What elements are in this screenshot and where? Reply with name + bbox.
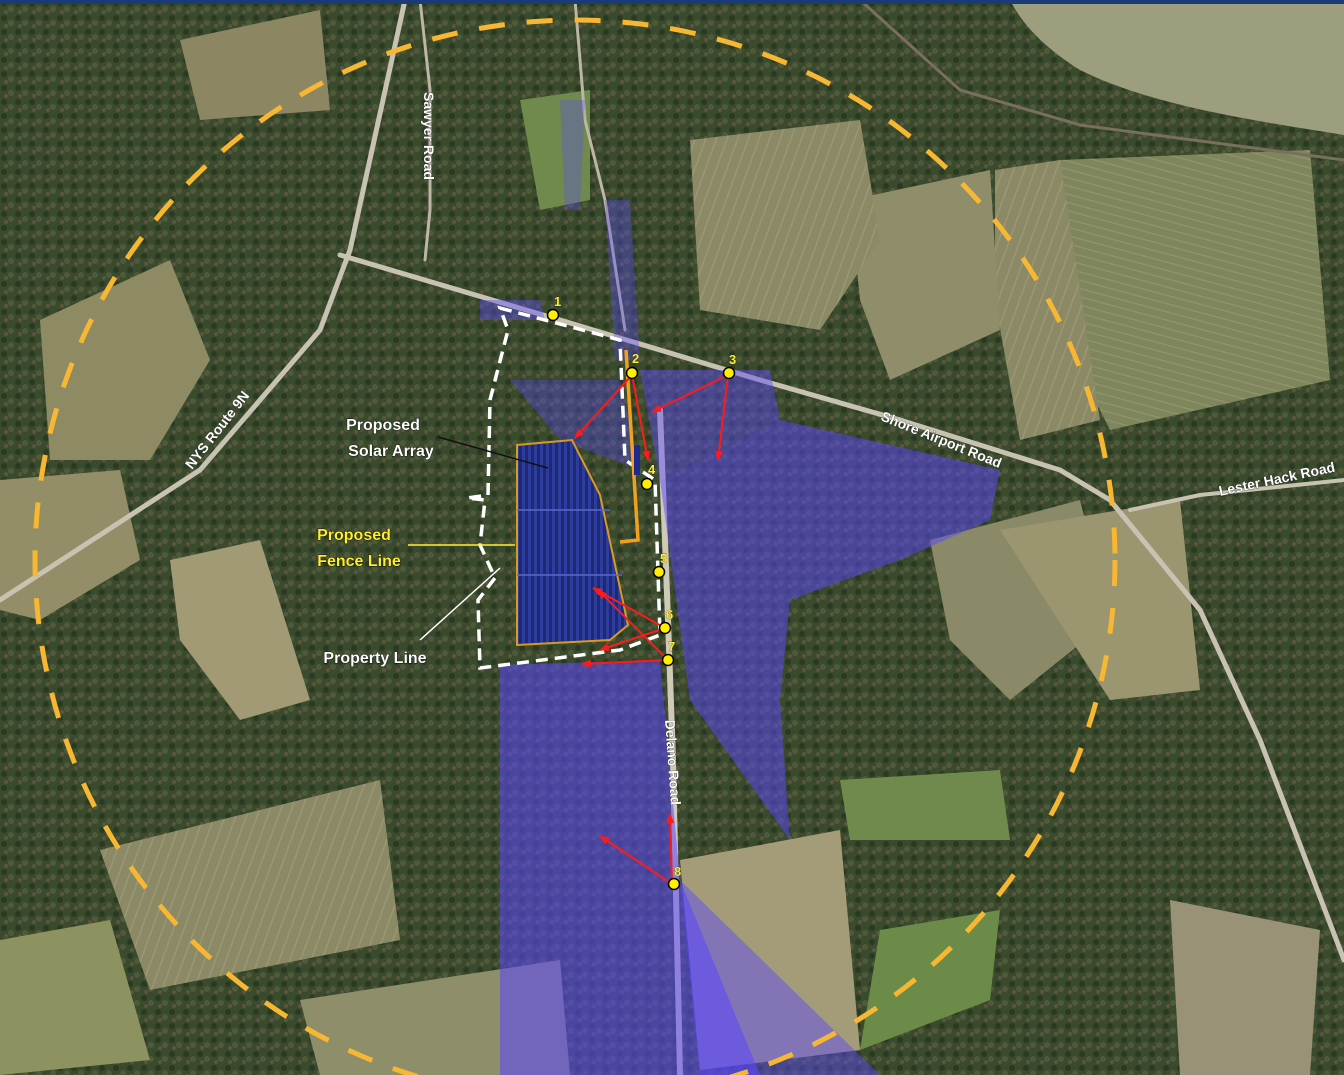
label-leaders xyxy=(408,436,549,641)
svg-text:2: 2 xyxy=(632,351,639,366)
svg-text:6: 6 xyxy=(666,607,673,622)
arrow-vp7-northwest xyxy=(597,589,669,661)
lake xyxy=(1010,0,1344,135)
road-north xyxy=(573,0,627,332)
road-label-sawyer: Sawyer Road xyxy=(421,92,437,180)
field xyxy=(180,10,330,120)
label-property-line: Property Line xyxy=(323,650,426,667)
road-sawyer xyxy=(418,0,432,262)
field xyxy=(1060,150,1330,430)
arrow-vp3-west xyxy=(651,374,729,413)
field xyxy=(860,910,1000,1050)
svg-text:8: 8 xyxy=(674,864,681,879)
arrow-vp2-west xyxy=(574,374,633,439)
field xyxy=(690,120,880,330)
field xyxy=(170,540,310,720)
field xyxy=(0,920,150,1075)
arrow-vp3-south xyxy=(715,374,729,461)
arrow-vp7-west xyxy=(581,659,669,668)
viewpoint-8: 8 xyxy=(667,864,681,891)
road-nys-route xyxy=(0,0,408,603)
arrow-vp6-west xyxy=(599,627,666,651)
viewpoint-1: 1 xyxy=(546,294,561,322)
svg-text:1: 1 xyxy=(554,294,561,309)
road-label-delano: Delano Road xyxy=(662,719,684,805)
svg-text:5: 5 xyxy=(660,551,667,566)
viewpoint-6: 6 xyxy=(658,607,673,635)
svg-text:4: 4 xyxy=(648,462,656,477)
road-lester-hack xyxy=(1128,478,1344,512)
viewpoint-4: 4 xyxy=(640,462,656,491)
study-radius-circle xyxy=(32,17,1118,1075)
field xyxy=(100,780,400,990)
field xyxy=(0,470,140,620)
railroad xyxy=(858,0,1344,162)
field xyxy=(520,90,590,210)
road-shore-airport xyxy=(337,252,1344,963)
viewpoint-3: 3 xyxy=(722,352,736,380)
top-bar xyxy=(0,0,1344,4)
svg-text:3: 3 xyxy=(729,352,736,367)
field xyxy=(850,170,1000,380)
field xyxy=(40,260,210,460)
arrow-vp8-north xyxy=(666,813,675,885)
viewpoint-7: 7 xyxy=(661,639,675,667)
fence-line xyxy=(619,349,640,544)
viewpoint-5: 5 xyxy=(652,551,667,579)
viewpoint-markers: 1 2 3 4 5 6 7 8 xyxy=(546,294,736,891)
viewpoint-2: 2 xyxy=(625,351,639,380)
svg-text:7: 7 xyxy=(668,639,675,654)
property-line xyxy=(466,305,662,670)
arrow-vp8-northwest xyxy=(599,835,673,885)
view-direction-arrows xyxy=(574,374,729,885)
arrow-vp2-south xyxy=(631,374,651,461)
field xyxy=(840,770,1010,840)
field xyxy=(1170,900,1320,1075)
